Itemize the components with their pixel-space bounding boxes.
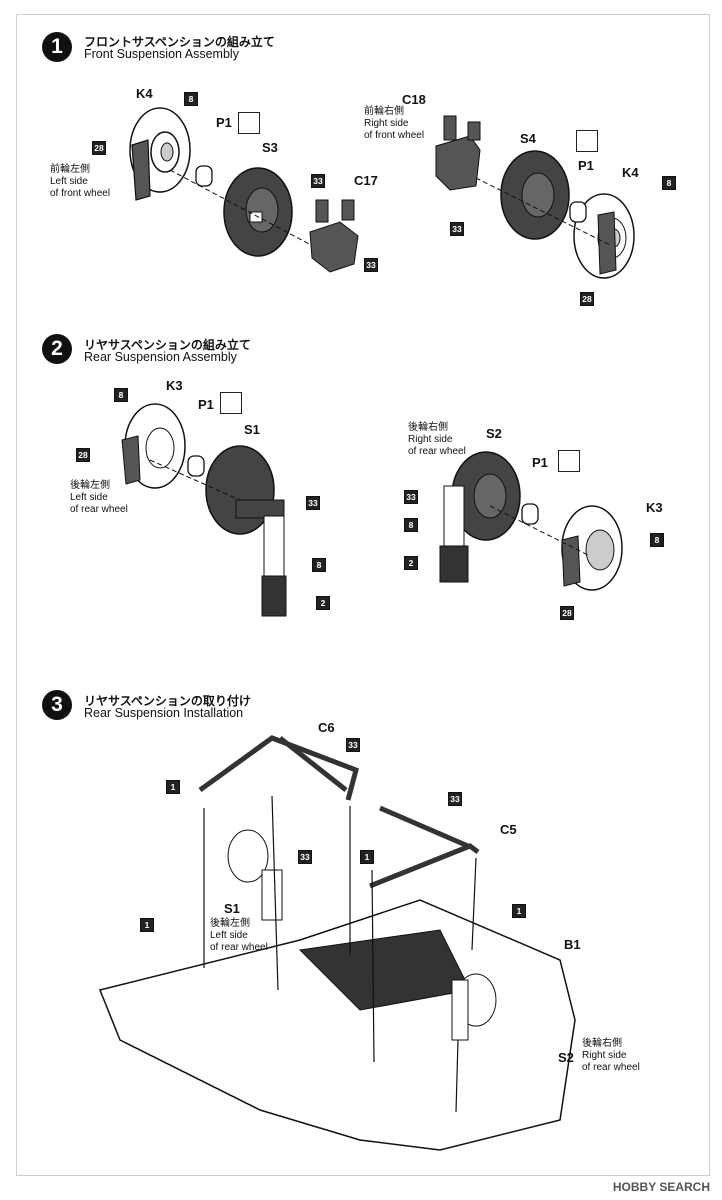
no-paint-icon — [238, 112, 260, 134]
part-label-c5: C5 — [500, 822, 517, 837]
part-label-k3: K3 — [646, 500, 663, 515]
color-badge-8: 8 — [184, 92, 198, 106]
color-badge-28: 28 — [92, 141, 106, 155]
color-badge-1: 1 — [140, 918, 154, 932]
watermark: HOBBY SEARCH — [612, 1180, 710, 1194]
step-title-en: Rear Suspension Installation — [84, 706, 244, 720]
part-label-s1: S1 — [244, 422, 260, 437]
part-label-b1: B1 — [564, 937, 581, 952]
part-label-p1: P1 — [198, 397, 214, 412]
part-label-c18: C18 — [402, 92, 426, 107]
step-title-en: Rear Suspension Assembly — [84, 350, 237, 364]
color-badge-33: 33 — [346, 738, 360, 752]
color-badge-33: 33 — [364, 258, 378, 272]
part-label-s4: S4 — [520, 131, 536, 146]
color-badge-33: 33 — [298, 850, 312, 864]
color-badge-28: 28 — [76, 448, 90, 462]
page-border — [16, 14, 710, 1176]
color-badge-8: 8 — [312, 558, 326, 572]
part-label-p1: P1 — [578, 158, 594, 173]
color-badge-33: 33 — [306, 496, 320, 510]
part-label-s1: S1 — [224, 901, 240, 916]
step-title-ja: リヤサスペンションの取り付け — [84, 694, 251, 708]
color-badge-33: 33 — [450, 222, 464, 236]
color-badge-33: 33 — [311, 174, 325, 188]
step-number: 3 — [42, 690, 72, 720]
part-label-c6: C6 — [318, 720, 335, 735]
part-label-p1: P1 — [532, 455, 548, 470]
color-badge-8: 8 — [404, 518, 418, 532]
color-badge-8: 8 — [114, 388, 128, 402]
step-title-ja: リヤサスペンションの組み立て — [84, 338, 251, 352]
color-badge-2: 2 — [404, 556, 418, 570]
part-label-s3: S3 — [262, 140, 278, 155]
step-number: 2 — [42, 334, 72, 364]
step-title-en: Front Suspension Assembly — [84, 47, 239, 61]
color-badge-33: 33 — [404, 490, 418, 504]
color-badge-8: 8 — [650, 533, 664, 547]
color-badge-33: 33 — [448, 792, 462, 806]
color-badge-8: 8 — [662, 176, 676, 190]
color-badge-28: 28 — [560, 606, 574, 620]
rear-suspension-diagram — [121, 403, 623, 617]
part-label-k4: K4 — [136, 86, 153, 101]
part-label-p1: P1 — [216, 115, 232, 130]
part-label-k3: K3 — [166, 378, 183, 393]
color-badge-1: 1 — [512, 904, 526, 918]
part-label-s2: S2 — [558, 1050, 574, 1065]
step-title-ja: フロントサスペンションの組み立て — [84, 35, 275, 49]
color-badge-28: 28 — [580, 292, 594, 306]
color-badge-1: 1 — [360, 850, 374, 864]
part-label-s2: S2 — [486, 426, 502, 441]
no-paint-icon — [220, 392, 242, 414]
no-paint-icon — [558, 450, 580, 472]
step-number: 1 — [42, 32, 72, 62]
color-badge-1: 1 — [166, 780, 180, 794]
front-suspension-diagram — [129, 107, 635, 279]
color-badge-2: 2 — [316, 596, 330, 610]
part-label-k4: K4 — [622, 165, 639, 180]
no-paint-icon — [576, 130, 598, 152]
part-label-c17: C17 — [354, 173, 378, 188]
